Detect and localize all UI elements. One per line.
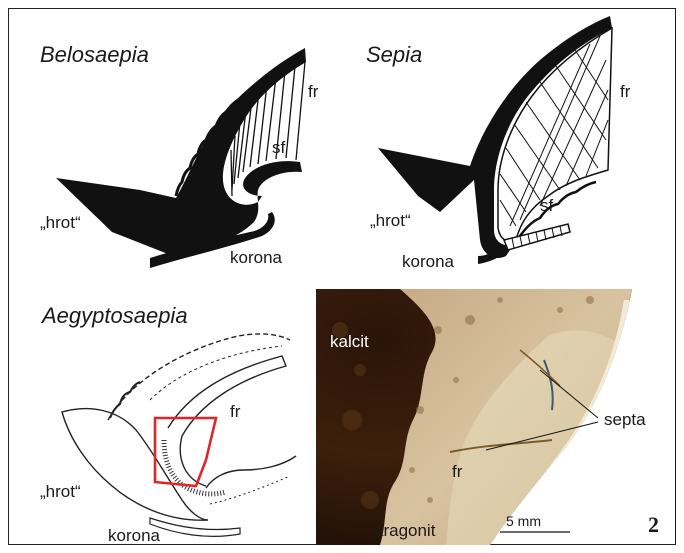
- aegyptosaepia-drawing: [62, 334, 296, 536]
- aegyptosaepia-inner-dash: [150, 346, 282, 400]
- sepia-label-rostrum: „hrot“: [370, 211, 411, 231]
- aegyptosaepia-dorsal-dash: [108, 334, 290, 420]
- belosaepia-label-rostrum: „hrot“: [40, 213, 81, 233]
- aegyptosaepia-label-korona: korona: [108, 526, 160, 546]
- photo-label-kalcit: kalcit: [330, 332, 369, 352]
- belosaepia-drawing: [56, 48, 306, 268]
- belosaepia-title: Belosaepia: [40, 42, 149, 68]
- sepia-label-fr: fr: [620, 82, 630, 102]
- aegyptosaepia-korona-outline: [150, 518, 240, 536]
- photo-label-fr: fr: [452, 462, 462, 482]
- figure-number: 2: [648, 512, 659, 538]
- scale-bar-label: 5 mm: [506, 513, 541, 529]
- aegyptosaepia-rostrum-outline: [62, 409, 208, 521]
- aegyptosaepia-phragmocone: [168, 356, 286, 486]
- aegyptosaepia-hook: [206, 456, 296, 488]
- belosaepia-label-korona: korona: [230, 248, 282, 268]
- sepia-label-korona: korona: [402, 252, 454, 272]
- sepia-title: Sepia: [366, 42, 422, 68]
- aegyptosaepia-title: Aegyptosaepia: [42, 303, 188, 329]
- aegyptosaepia-label-fr: fr: [230, 402, 240, 422]
- belosaepia-label-sf: sf: [272, 138, 285, 158]
- photo-label-aragonit: aragonit: [374, 521, 435, 541]
- belosaepia-label-fr: fr: [308, 82, 318, 102]
- sepia-label-sf: sf: [540, 196, 553, 216]
- photo-panel: [316, 289, 636, 545]
- aegyptosaepia-ventral-dots: [210, 476, 290, 504]
- aegyptosaepia-highlight-box: [155, 418, 216, 486]
- aegyptosaepia-label-rostrum: „hrot“: [40, 482, 81, 502]
- photo-label-septa: septa: [604, 410, 646, 430]
